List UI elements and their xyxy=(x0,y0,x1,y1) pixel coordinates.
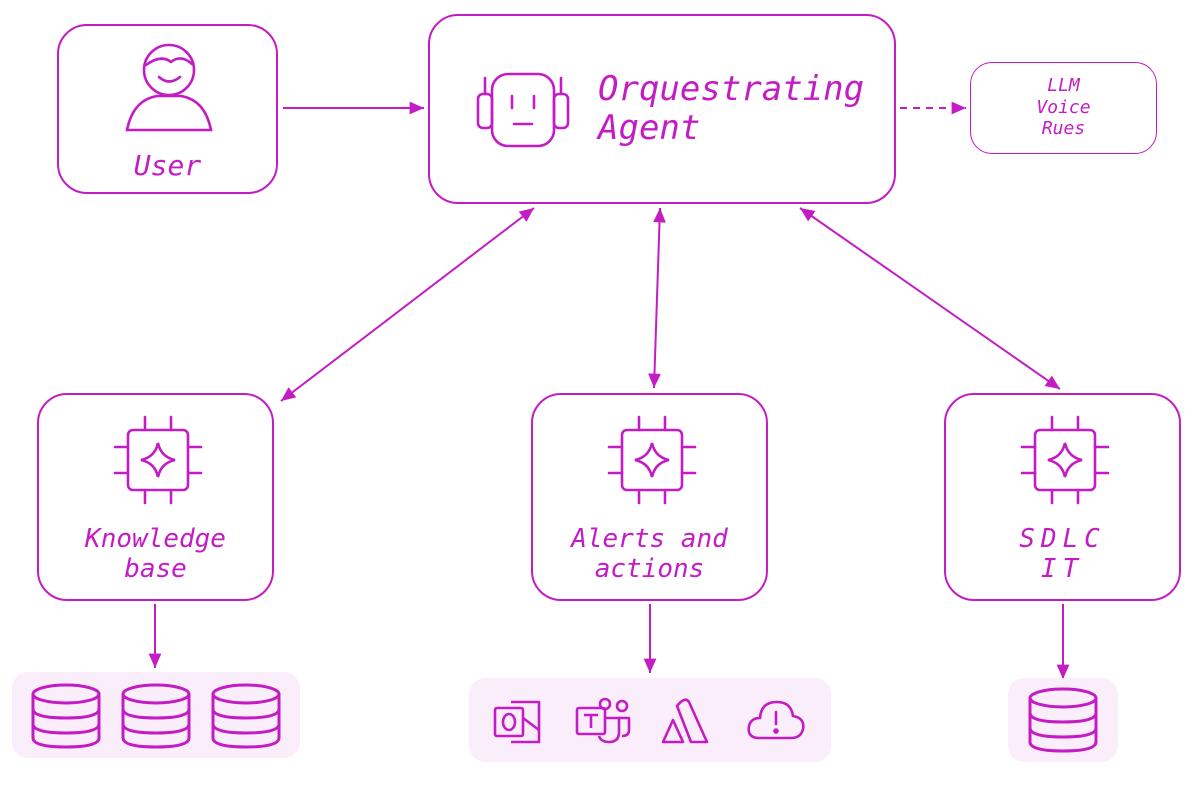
outlook-icon xyxy=(493,700,541,744)
knowledge-base-node: Knowledge base xyxy=(37,393,274,601)
config-label: LLM Voice Rues xyxy=(1036,75,1091,140)
alerts-label: Alerts and actions xyxy=(571,524,728,584)
agent-knowledge-arrow xyxy=(280,207,535,402)
agent-label: Orquestrating Agent xyxy=(598,69,865,149)
teams-icon xyxy=(575,697,631,744)
database-icon xyxy=(1028,687,1098,753)
orchestrating-agent-node: Orquestrating Agent xyxy=(428,14,896,204)
robot-icon xyxy=(476,72,570,148)
knowledge-databases-tray xyxy=(12,672,300,758)
ai-chip-icon xyxy=(113,415,203,505)
agent-sdlc-arrow xyxy=(799,207,1061,390)
atlassian-icon xyxy=(661,698,709,744)
database-icon xyxy=(121,683,191,749)
cloud-alert-icon xyxy=(747,700,805,740)
ai-chip-icon xyxy=(607,415,697,505)
database-icon xyxy=(31,683,101,749)
sdlc-database-tray xyxy=(1008,678,1118,762)
database-icon xyxy=(211,683,281,749)
sdlc-label: SDLC IT xyxy=(1019,524,1106,584)
user-icon xyxy=(125,43,213,132)
sdlc-it-node: SDLC IT xyxy=(944,393,1181,601)
alerts-actions-node: Alerts and actions xyxy=(531,393,768,601)
alerts-integrations-tray xyxy=(469,678,831,762)
knowledge-label: Knowledge base xyxy=(85,524,226,584)
user-label: User xyxy=(133,149,202,182)
config-node: LLM Voice Rues xyxy=(970,62,1157,154)
ai-chip-icon xyxy=(1020,415,1110,505)
user-node: User xyxy=(57,24,278,194)
agent-alerts-arrow xyxy=(648,207,666,389)
